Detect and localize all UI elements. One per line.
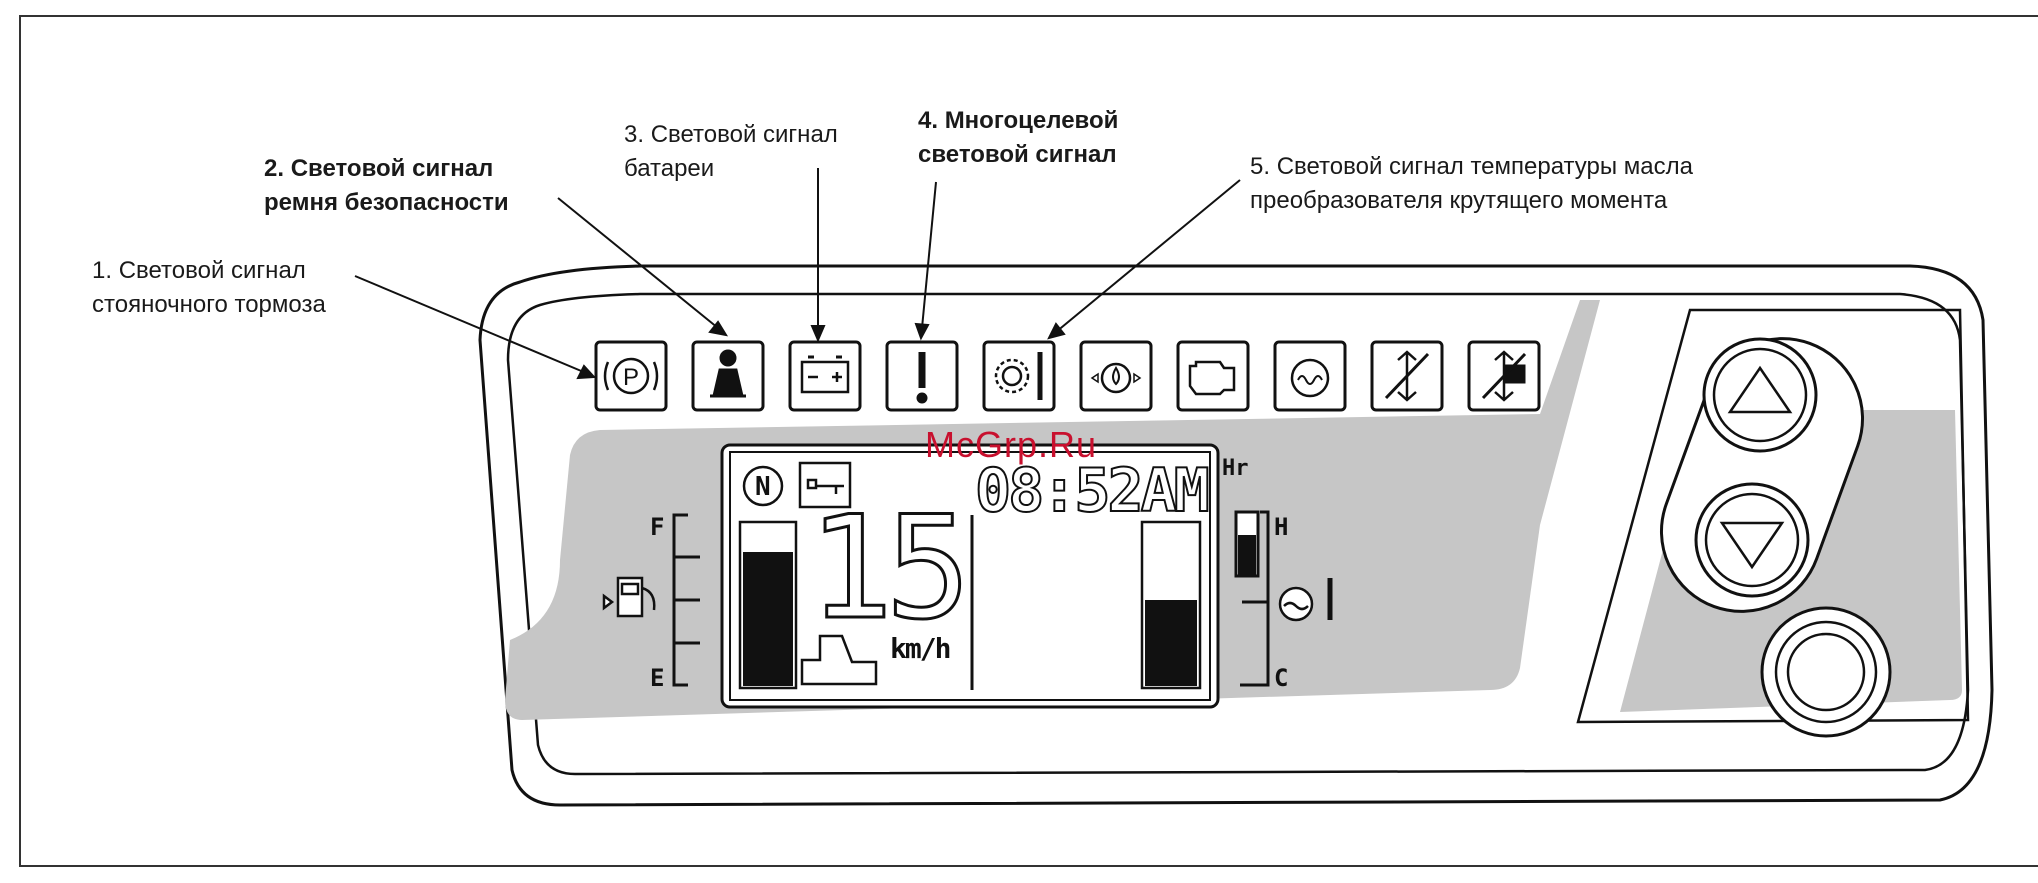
callout-multipurpose: 4. Многоцелевой световой сигнал [918, 104, 1118, 172]
callout-3-line2: батареи [624, 152, 838, 186]
callout-5-line2: преобразователя крутящего момента [1250, 184, 1693, 218]
callout-5-line1: 5. Световой сигнал температуры масла [1250, 150, 1693, 184]
callout-1-line2: стояночного тормоза [92, 288, 326, 322]
fuel-empty-label: E [650, 664, 664, 692]
svg-text:P: P [623, 364, 639, 391]
battery-icon [790, 342, 860, 410]
callout-torque-converter: 5. Световой сигнал температуры масла пре… [1250, 150, 1693, 218]
callout-2-line1: 2. Световой сигнал [264, 152, 509, 186]
speed-unit: km/h [890, 632, 949, 665]
callout-battery: 3. Световой сигнал батареи [624, 118, 838, 186]
callout-seat-belt: 2. Световой сигнал ремня безопасности [264, 152, 509, 220]
speed-display: 15 [808, 498, 963, 640]
temp-hot-label: H [1274, 513, 1288, 541]
callout-4-line2: световой сигнал [918, 138, 1118, 172]
mast-lift-lock-icon [1469, 342, 1539, 410]
temp-cold-label: C [1274, 664, 1288, 692]
callout-4-line1: 4. Многоцелевой [918, 104, 1118, 138]
preheat-icon [1275, 342, 1345, 410]
callout-3-line1: 3. Световой сигнал [624, 118, 838, 152]
gear-indicator-text: N [755, 472, 771, 502]
oil-pressure-icon [1081, 342, 1151, 410]
callout-2-line2: ремня безопасности [264, 186, 509, 220]
callout-1-line1: 1. Световой сигнал [92, 254, 326, 288]
torque-converter-oil-temp-icon [984, 342, 1054, 410]
parking-brake-icon: P [596, 342, 666, 410]
clock-display: 08:52AM [975, 456, 1207, 526]
multipurpose-warning-icon [887, 342, 957, 410]
fuel-full-label: F [650, 513, 664, 541]
mast-tilt-lock-icon [1372, 342, 1442, 410]
hours-label: Hr [1222, 456, 1249, 481]
callout-parking-brake: 1. Световой сигнал стояночного тормоза [92, 254, 326, 322]
engine-check-icon [1178, 342, 1248, 410]
seat-belt-icon [693, 342, 763, 410]
